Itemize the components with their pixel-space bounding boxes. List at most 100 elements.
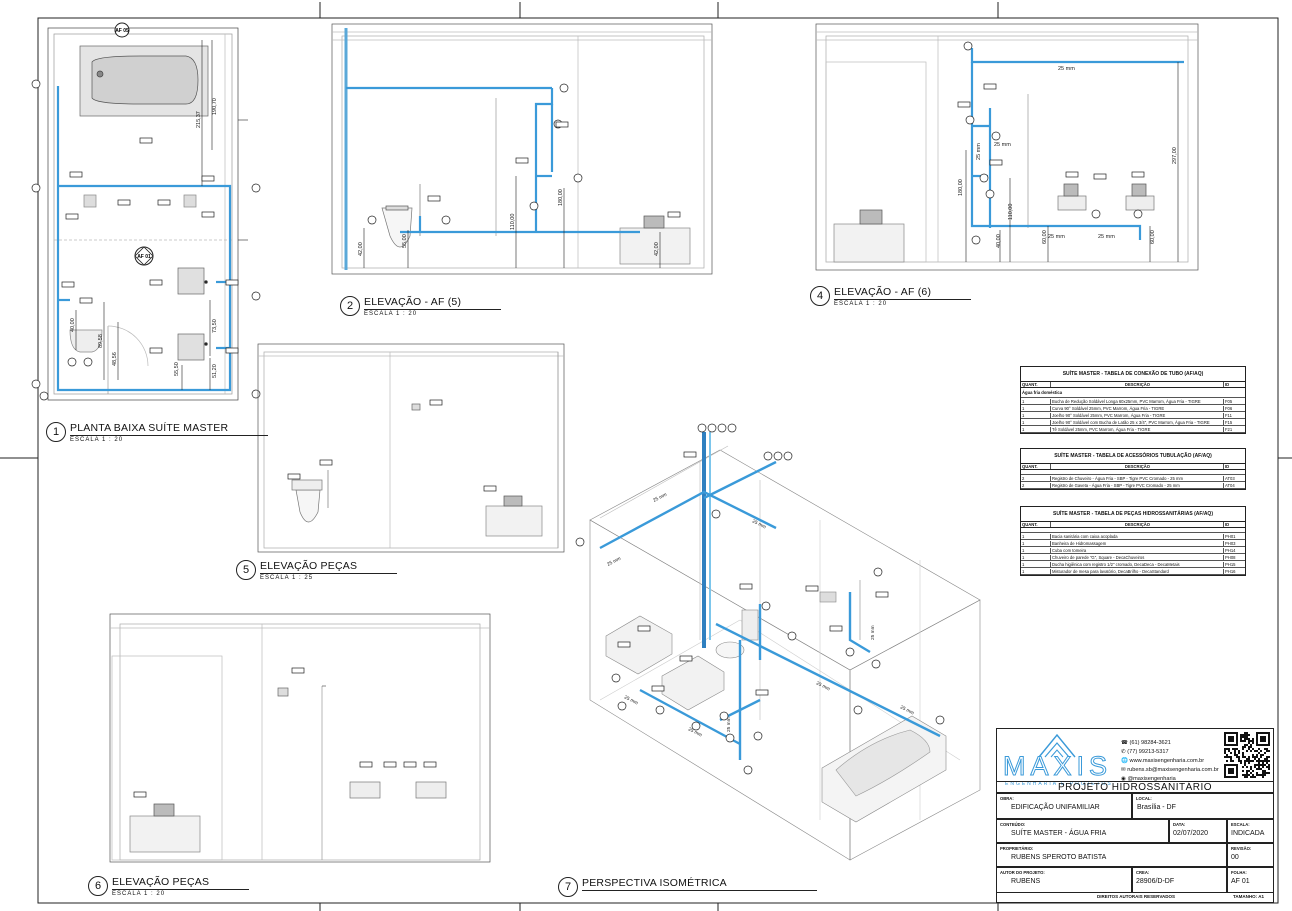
view-title-6: 6 ELEVAÇÃO PEÇAS ESCALA 1 : 20 bbox=[88, 876, 250, 897]
qr-cell bbox=[1264, 758, 1266, 760]
qr-cell bbox=[1260, 768, 1262, 770]
qr-cell bbox=[1258, 752, 1260, 754]
qr-cell bbox=[1256, 774, 1258, 776]
phone-2-text: (77) 99213-5317 bbox=[1127, 749, 1169, 755]
qr-cell bbox=[1236, 756, 1238, 758]
website-text: www.maxisengenharia.com.br bbox=[1129, 758, 1205, 764]
qr-cell bbox=[1262, 760, 1264, 762]
qr-cell bbox=[1250, 744, 1252, 746]
qr-cell bbox=[1264, 770, 1266, 772]
qr-cell bbox=[1256, 768, 1258, 770]
pecas5-view bbox=[257, 343, 565, 553]
title-block: MAXIS ENGENHARIA E PROJETOS ☎ (61) 98284… bbox=[996, 728, 1274, 903]
qr-cell bbox=[1228, 750, 1230, 752]
qr-cell bbox=[1266, 762, 1268, 764]
plan-tags bbox=[31, 79, 261, 401]
qr-cell bbox=[1244, 756, 1246, 758]
plan-dimensions bbox=[75, 40, 213, 390]
cell-desc: Registro de Gaveta - Água Fria - SBP - T… bbox=[1050, 482, 1223, 488]
elev5-pipes bbox=[344, 28, 640, 270]
dim-label: 180,00 bbox=[558, 189, 564, 206]
cell-proprietario: PROPRIETÁRIO: RUBENS SPEROTO BATISTA bbox=[997, 843, 1227, 867]
qr-cell bbox=[1248, 738, 1250, 740]
qr-cell bbox=[1240, 734, 1242, 736]
qr-cell bbox=[1242, 770, 1244, 772]
maxis-logo-icon bbox=[1038, 733, 1076, 758]
elev6-view bbox=[815, 23, 1199, 271]
qr-cell bbox=[1250, 768, 1252, 770]
qr-cell bbox=[1268, 750, 1270, 752]
view-scale: ESCALA 1 : 20 bbox=[364, 311, 418, 317]
qr-cell bbox=[1260, 760, 1262, 762]
qr-cell bbox=[1234, 752, 1236, 754]
qr-cell bbox=[1250, 746, 1252, 748]
qr-cell bbox=[1242, 734, 1244, 736]
qr-cell bbox=[1240, 760, 1242, 762]
cell-id: F06 bbox=[1223, 405, 1245, 411]
cell-crea: CREA: 28906/D-DF bbox=[1132, 867, 1227, 893]
qr-cell bbox=[1256, 772, 1258, 774]
elev5-tags bbox=[367, 83, 681, 225]
qr-cell bbox=[1246, 770, 1248, 772]
phone-2: ✆ (77) 99213-5317 bbox=[1121, 749, 1169, 755]
cell-local: LOCAL: Brasília - DF bbox=[1132, 793, 1273, 819]
cell-desc: Joelho 90° Soldável com Bucha de Latão 2… bbox=[1050, 419, 1223, 425]
cell-value: RUBENS SPEROTO BATISTA bbox=[1011, 854, 1107, 861]
col-id: ID bbox=[1223, 464, 1245, 469]
email-text: rubens.sb@maxisengenharia.com.br bbox=[1127, 767, 1219, 773]
table-spacer bbox=[1021, 528, 1245, 533]
dim-label: 25 mm bbox=[815, 680, 831, 692]
cell-quant: 1 bbox=[1022, 412, 1025, 418]
dim-label: 25 mm bbox=[726, 717, 732, 732]
instagram-text: @maxisengenharia bbox=[1127, 776, 1176, 782]
col-desc: DESCRIÇÃO bbox=[1050, 382, 1223, 387]
qr-cell bbox=[1264, 772, 1266, 774]
qr-cell bbox=[1266, 756, 1268, 758]
qr-cell bbox=[1258, 762, 1260, 764]
cell-desc: Cuba com tomeira bbox=[1050, 547, 1223, 553]
qr-cell bbox=[1248, 760, 1250, 762]
qr-cell bbox=[1226, 760, 1228, 762]
cell-id: PH14 bbox=[1223, 547, 1245, 553]
cell-quant: 1 bbox=[1022, 419, 1025, 425]
cell-value: Brasília - DF bbox=[1137, 804, 1176, 811]
cell-desc: Tê Soldável 25mm, PVC Marrom, Água Fria … bbox=[1050, 426, 1223, 432]
company-contacts: ☎ (61) 98284-3621 ✆ (77) 99213-5317 🌐 ww… bbox=[1121, 739, 1219, 784]
qr-cell bbox=[1252, 754, 1254, 756]
dim-label: 25 mm bbox=[1048, 234, 1065, 240]
dim-label: 25 mm bbox=[976, 143, 982, 160]
cell-value: EDIFICAÇÃO UNIFAMILIAR bbox=[1011, 804, 1100, 811]
cell-desc: Chuveiro de parede "G", Square - DecaChu… bbox=[1050, 554, 1223, 560]
qr-cell bbox=[1242, 740, 1244, 742]
cell-desc: Misturador de mesa para lavatório, DecaB… bbox=[1050, 568, 1223, 574]
cell-label: CONTEÚDO: bbox=[1000, 822, 1026, 827]
qr-cell bbox=[1264, 752, 1266, 754]
elev5-view bbox=[331, 23, 713, 275]
cell-label: LOCAL: bbox=[1136, 796, 1152, 801]
cell-label: ESCALA: bbox=[1231, 822, 1250, 827]
qr-cell bbox=[1242, 748, 1244, 750]
qr-cell bbox=[1246, 758, 1248, 760]
cell-id: F15 bbox=[1223, 419, 1245, 425]
qr-cell bbox=[1232, 748, 1234, 750]
qr-cell bbox=[1246, 760, 1248, 762]
qr-cell bbox=[1256, 756, 1258, 758]
qr-cell bbox=[1258, 764, 1260, 766]
cell-quant: 2 bbox=[1022, 475, 1025, 481]
qr-cell bbox=[1230, 760, 1232, 762]
qr-cell bbox=[1252, 774, 1254, 776]
qr-cell bbox=[1224, 750, 1226, 752]
table-header: QUANT. DESCRIÇÃO ID bbox=[1021, 522, 1245, 528]
col-quant: QUANT. bbox=[1022, 382, 1038, 387]
qr-cell bbox=[1264, 764, 1266, 766]
table-pecas: SUÍTE MASTER - TABELA DE PEÇAS HIDROSSAN… bbox=[1020, 506, 1246, 576]
dim-label: 60,00 bbox=[1150, 230, 1156, 244]
cell-quant: 1 bbox=[1022, 533, 1025, 539]
qr-cell bbox=[1244, 736, 1246, 738]
qr-cell bbox=[1244, 744, 1246, 746]
col-id: ID bbox=[1223, 382, 1245, 387]
